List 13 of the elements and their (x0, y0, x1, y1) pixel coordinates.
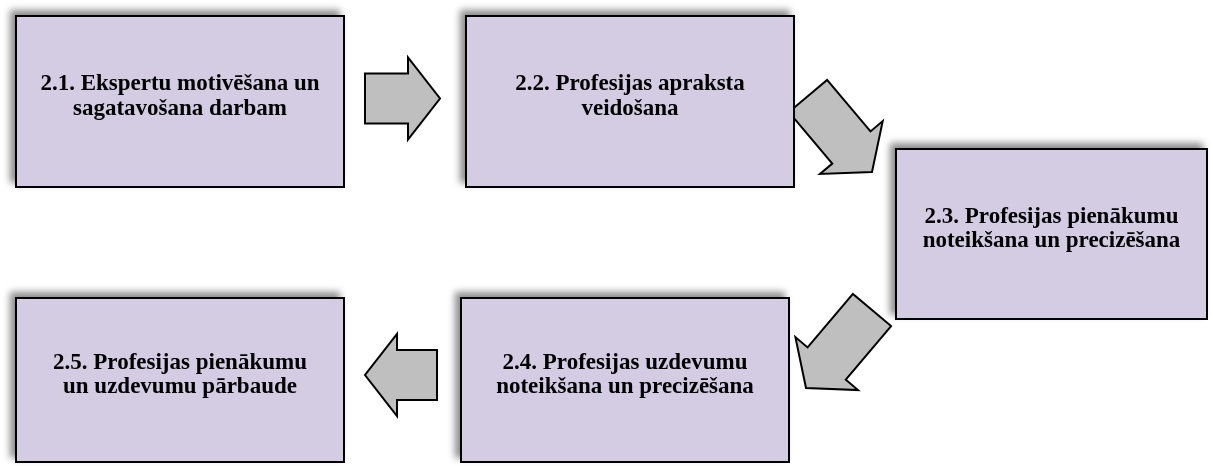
process-box (460, 297, 790, 463)
box-label: 2.2. Profesijas apraksta veidošana (514, 71, 746, 120)
process-box (15, 297, 345, 463)
box-label: 2.1. Ekspertu motivēšana un sagatavošana darbam (39, 71, 321, 120)
box-label: 2.5. Profesijas pienākumu un uzdevumu pārbaude (52, 349, 308, 399)
box-label: 2.3. Profesijas pienākumu noteikšana un precizēšana (921, 203, 1182, 253)
process-box (895, 148, 1208, 320)
box-label: 2.4. Profesijas uzdevumu noteikšana un precizēšana (495, 349, 755, 399)
block-arrow (793, 292, 893, 392)
block-arrow (364, 54, 442, 143)
block-arrow (363, 331, 438, 419)
process-box (15, 15, 345, 188)
process-box (465, 15, 795, 188)
